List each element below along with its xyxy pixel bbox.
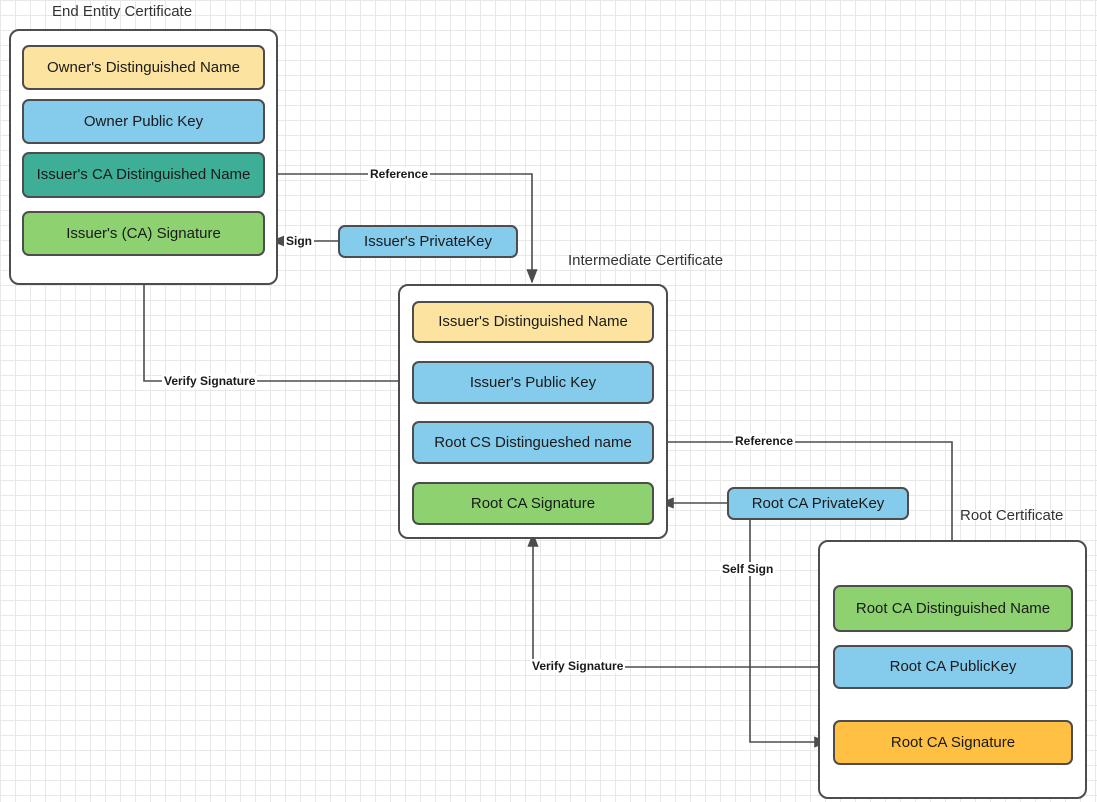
field-issuer-ca-signature[interactable]: Issuer's (CA) Signature [22,211,265,256]
edge-self-sign [749,519,829,748]
edge-label-verify-signature-top: Verify Signature [162,374,258,388]
field-issuer-ca-distinguished-name[interactable]: Issuer's CA Distinguished Name [22,152,265,198]
field-root-ca-distinguished-name[interactable]: Root CA Distinguished Name [833,585,1073,632]
edge-label-reference-bottom: Reference [733,434,796,448]
field-root-cs-distingueshed-name[interactable]: Root CS Distingueshed name [412,421,654,464]
field-owner-distinguished-name[interactable]: Owner's Distinguished Name [22,45,265,90]
key-issuers-privatekey[interactable]: Issuer's PrivateKey [338,225,518,258]
end-entity-certificate-title: End Entity Certificate [52,3,193,20]
field-owner-public-key[interactable]: Owner Public Key [22,99,265,144]
field-root-ca-signature-root[interactable]: Root CA Signature [833,720,1073,765]
edge-label-reference-top: Reference [368,167,431,181]
field-root-ca-signature-intermediate[interactable]: Root CA Signature [412,482,654,525]
field-issuer-public-key[interactable]: Issuer's Public Key [412,361,654,404]
intermediate-certificate-title: Intermediate Certificate [568,252,724,269]
edge-label-self-sign: Self Sign [720,562,776,576]
field-root-ca-publickey[interactable]: Root CA PublicKey [833,645,1073,689]
key-root-ca-privatekey[interactable]: Root CA PrivateKey [727,487,909,520]
edge-verify-signature-bottom [527,532,833,668]
edge-label-sign: Sign [284,234,314,248]
field-issuer-distinguished-name[interactable]: Issuer's Distinguished Name [412,301,654,343]
root-certificate-title: Root Certificate [960,507,1064,524]
edge-label-verify-signature-bottom: Verify Signature [530,659,626,673]
